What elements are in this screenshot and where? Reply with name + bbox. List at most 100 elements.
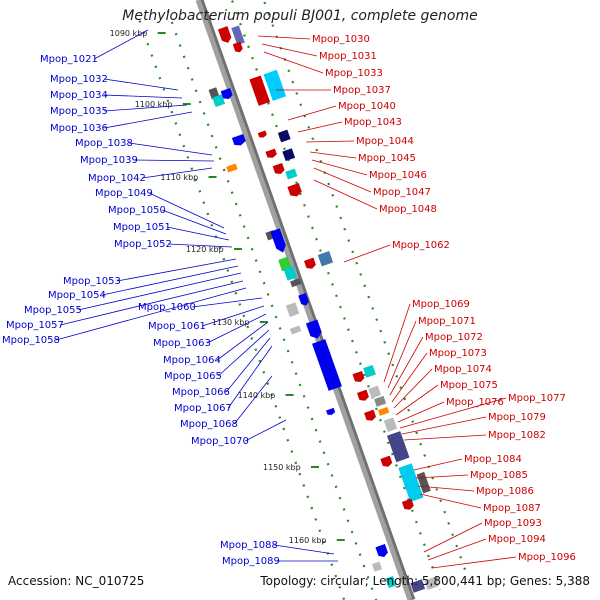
gene-arrow [287,183,302,197]
gene-label-right: Mpop_1087 [483,503,541,514]
leader-line [313,167,372,193]
gene-block [371,561,383,572]
gene-label-right: Mpop_1030 [312,34,370,45]
gene-label-right: Mpop_1046 [369,170,427,181]
gene-feature-20 [283,266,298,281]
leader-line [102,265,239,296]
gene-label-right: Mpop_1048 [379,204,437,215]
leader-line [343,244,391,263]
gene-label-left: Mpop_1050 [108,205,166,216]
gene-feature-42 [401,498,414,510]
gene-label-left: Mpop_1088 [220,540,278,551]
leader-line [393,368,433,409]
leader-line [117,258,237,282]
leader-line [162,209,227,235]
leader-line [419,493,482,509]
gene-feature-27 [305,319,322,339]
leader-line [397,401,445,423]
gene-block [283,266,298,281]
gene-feature-33 [368,385,382,399]
leader-line [311,159,368,176]
gene-arrow [220,87,233,100]
gene-block [249,75,271,106]
gene-label-left: Mpop_1061 [148,321,206,332]
leader-line [56,287,247,341]
gene-feature-46 [410,579,426,593]
gene-block [278,256,292,272]
gene-label-right: Mpop_1044 [356,136,414,147]
gene-feature-30 [352,370,365,383]
leader-line [134,159,215,162]
gene-label-left: Mpop_1054 [48,290,106,301]
gene-label-left: Mpop_1052 [114,239,172,250]
gene-block [383,417,398,432]
leader-line [225,337,271,393]
gene-feature-34 [374,395,387,407]
gene-label-left: Mpop_1089 [222,556,280,567]
gene-feature-37 [383,417,398,432]
gene-arrow [401,498,414,510]
tick-label: 1100 kbp [135,100,173,109]
gene-block [226,163,238,173]
gene-label-left: Mpop_1036 [50,123,108,134]
gene-arrow [380,455,393,467]
gene-feature-24 [285,302,300,317]
gene-label-right: Mpop_1045 [358,153,416,164]
gene-arrow [265,148,277,158]
gene-label-left: Mpop_1049 [95,188,153,199]
gene-feature-15 [287,183,302,197]
gene-feature-28 [312,339,342,391]
gene-label-right: Mpop_1075 [440,380,498,391]
leader-line [94,29,149,60]
leader-line [168,243,233,248]
gene-block [263,69,287,101]
gene-label-right: Mpop_1062 [392,240,450,251]
gene-label-right: Mpop_1037 [333,85,391,96]
leader-line [399,397,507,429]
gene-label-right: Mpop_1073 [429,348,487,359]
gene-arrow [303,257,316,269]
genome-summary-text: Topology: circular; Length: 5,800,441 bp… [260,574,590,588]
leader-line [233,375,273,425]
gene-label-left: Mpop_1032 [50,74,108,85]
tick-label: 1090 kbp [110,29,148,38]
gene-block [285,168,298,180]
leader-line [142,167,213,179]
leader-line [427,538,487,561]
gene-feature-32 [356,389,369,401]
gene-label-left: Mpop_1068 [180,419,238,430]
gene-label-right: Mpop_1069 [412,299,470,310]
leader-line [104,94,183,99]
leader-line [274,544,335,555]
gene-arrow [257,130,267,138]
gene-feature-4 [212,94,226,108]
tick-label: 1160 kbp [289,536,327,545]
gene-label-right: Mpop_1093 [484,518,542,529]
leader-line [202,305,265,327]
gene-label-left: Mpop_1067 [174,403,232,414]
gene-label-right: Mpop_1079 [488,412,546,423]
tick-label: 1150 kbp [263,463,301,472]
gene-feature-7 [263,69,287,101]
gene-label-left: Mpop_1039 [80,155,138,166]
gene-label-right: Mpop_1031 [319,51,377,62]
leader-line [104,104,188,112]
gene-label-left: Mpop_1057 [6,320,64,331]
gene-feature-29 [326,407,336,415]
gene-label-right: Mpop_1072 [425,332,483,343]
gene-arrow [298,293,309,306]
gene-label-right: Mpop_1077 [508,393,566,404]
gene-block [290,278,302,288]
leader-line [207,313,267,344]
gene-label-right: Mpop_1094 [488,534,546,545]
leader-line [287,105,337,121]
gene-label-right: Mpop_1086 [476,486,534,497]
leader-line [192,297,263,308]
gene-feature-44 [371,561,383,572]
gene-arrow [231,133,246,146]
leader-line [391,352,428,403]
gene-feature-22 [303,257,316,269]
leader-line [413,458,463,471]
gene-label-right: Mpop_1084 [464,454,522,465]
gene-label-left: Mpop_1053 [63,276,121,287]
